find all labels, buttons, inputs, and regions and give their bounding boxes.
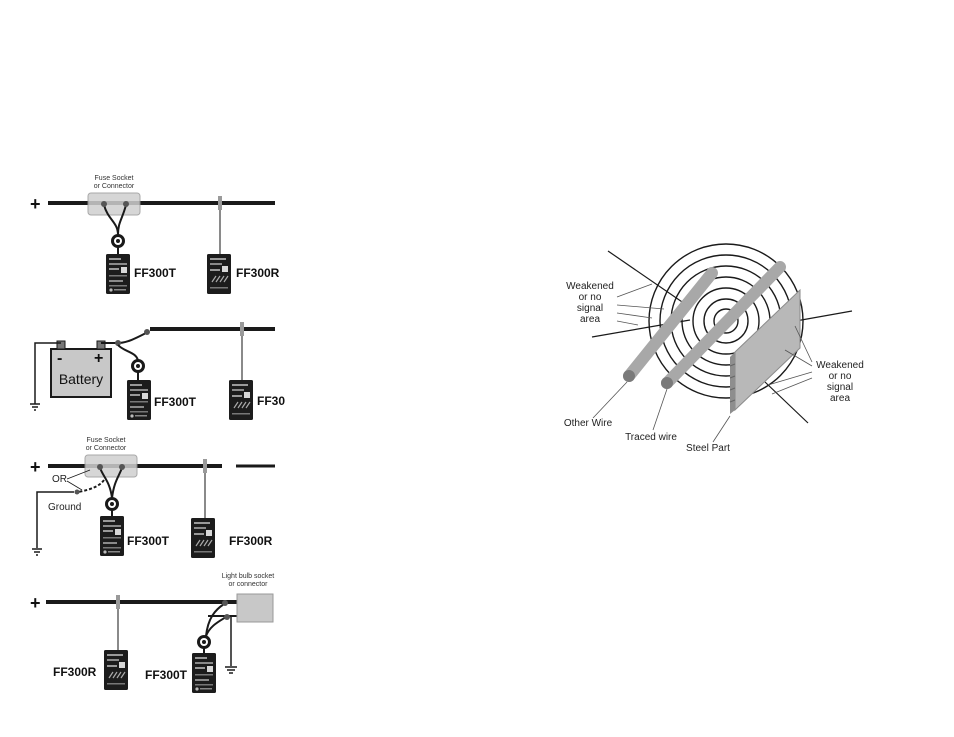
probe-clip-icon [75,490,80,495]
ground-symbol-icon [225,667,237,673]
left-weakened-pointers [617,284,664,325]
clamp-coil-icon [133,361,144,372]
receiver-probe-tip [203,459,207,473]
ff300r-receiver-device [104,650,128,690]
battery-label: Battery [59,371,103,387]
ff300t-transmitter-device [192,653,216,693]
signal-field-diagram: Weakened or no signal area Weakened or n… [564,244,864,454]
probe-clip-icon [119,464,125,470]
clamp-coil-icon [113,236,124,247]
probe-clip-icon [123,201,129,207]
weakened-right-line4: area [830,393,850,404]
ff300t-transmitter-device [100,516,124,556]
steel-part-edge [730,352,735,414]
plus-terminal-symbol: + [30,194,41,214]
or-label: OR [52,474,67,485]
weakened-right-line2: or no [829,371,852,382]
ground-symbol-icon [32,549,42,555]
weakened-right-line3: signal [827,382,853,393]
weakened-left-line1: Weakened [566,281,614,292]
ff300t-label: FF300T [134,266,177,280]
ff300r-receiver-device [207,254,231,294]
panel-fuse-socket: + Fuse Socket or Connector FF300T FF300R [30,175,280,294]
plus-terminal-symbol: + [30,593,41,613]
ff300t-transmitter-device [127,380,151,420]
weakened-left-line3: signal [577,303,603,314]
traced-wire-label: Traced wire [625,432,677,443]
ff300t-label: FF300T [145,668,188,682]
receiver-probe-tip [240,322,244,336]
transmitter-lead [118,345,138,362]
ff300r-receiver-device [229,380,253,420]
light-bulb-socket [237,594,273,622]
traced-wire-end [661,377,673,389]
other-wire-label: Other Wire [564,418,613,429]
panel-light-bulb-socket: + Light bulb socket or connector FF300R … [30,573,274,693]
ff300r-label: FF300R [229,534,273,548]
probe-clip-icon [224,614,230,620]
other-wire-rod [629,273,712,376]
receiver-probe-tip [116,595,120,609]
weakened-left-line2: or no [579,292,602,303]
ff300r-receiver-device [191,518,215,558]
ff30-label: FF30 [257,394,285,408]
battery-positive-lead [101,332,148,343]
bulb-socket-label-line2: or connector [229,581,269,588]
fuse-socket-label-line2: or Connector [94,183,135,190]
fuse-socket-label-line1: Fuse Socket [87,437,126,444]
ff300t-transmitter-device [106,254,130,294]
ground-label: Ground [48,502,81,513]
probe-clip-icon [97,464,103,470]
steel-part-label: Steel Part [686,443,730,454]
clamp-coil-icon [199,637,210,648]
fuse-socket [88,193,140,215]
receiver-probe-tip [218,196,222,210]
battery-plus-symbol: + [94,350,103,367]
steel-part-pointer [713,416,730,442]
clamp-coil-icon [107,499,118,510]
bulb-socket-label-line1: Light bulb socket [222,573,275,580]
probe-clip-icon [101,201,107,207]
other-wire-pointer [593,382,627,418]
probe-clip-icon [222,600,228,606]
ground-symbol-icon [30,404,40,410]
battery-minus-symbol: - [57,350,62,367]
battery-negative-post [57,341,65,349]
ground-wire [37,492,74,548]
ff300t-label: FF300T [154,395,197,409]
weakened-right-line1: Weakened [816,360,864,371]
fuse-socket-label-line2: or Connector [86,445,127,452]
ff300t-label: FF300T [127,534,170,548]
weakened-left-line4: area [580,314,600,325]
alternate-ground-lead [78,480,104,492]
ff300r-label: FF300R [236,266,280,280]
fuse-socket-label-line1: Fuse Socket [95,175,134,182]
ff300r-label: FF300R [53,665,97,679]
probe-clip-icon [144,329,150,335]
panel-battery: - + Battery FF300T FF30 [30,322,285,420]
other-wire-end [623,370,635,382]
panel-fuse-or-ground: + Fuse Socket or Connector OR Ground FF3… [30,437,275,558]
fuse-socket [85,455,137,477]
plus-terminal-symbol: + [30,457,41,477]
traced-wire-pointer [653,389,667,430]
